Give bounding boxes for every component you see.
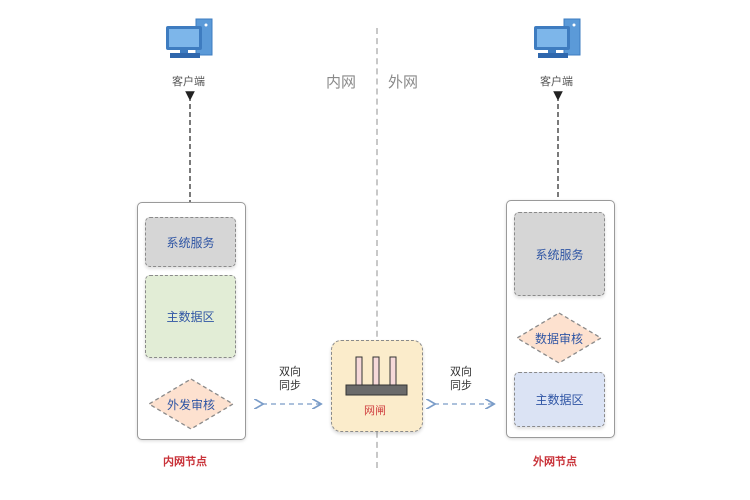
left-outbound-audit[interactable]: 外发审核: [147, 377, 235, 431]
network-divider: [376, 28, 378, 468]
inner-node-title: 内网节点: [163, 455, 207, 468]
left-system-service-label: 系统服务: [166, 235, 215, 250]
left-sync-label: 双向 同步: [279, 365, 301, 393]
left-system-service[interactable]: 系统服务: [145, 217, 236, 267]
left-sync-label-line1: 双向: [279, 365, 301, 378]
right-master-data[interactable]: 主数据区: [514, 372, 605, 427]
diamond-shape: [147, 378, 235, 430]
right-sync-label: 双向 同步: [450, 365, 472, 393]
network-gateway[interactable]: 网闸: [331, 340, 423, 432]
left-client-label: 客户端: [172, 75, 205, 88]
computer-icon: [534, 18, 581, 58]
left-outbound-audit-label: 外发审核: [166, 397, 215, 412]
right-data-audit[interactable]: 数据审核: [515, 311, 603, 365]
gateway-label: 网闸: [364, 404, 386, 417]
left-sync-label-line2: 同步: [279, 379, 301, 392]
computer-icon: [166, 18, 213, 58]
right-data-audit-label: 数据审核: [534, 331, 583, 346]
right-system-service[interactable]: 系统服务: [514, 212, 605, 296]
right-system-service-label: 系统服务: [535, 247, 584, 262]
outer-node-title: 外网节点: [533, 455, 577, 468]
diamond-shape: [515, 312, 603, 364]
right-client-label: 客户端: [540, 75, 573, 88]
gate-icon: [345, 356, 408, 396]
zone-label-inner: 内网: [326, 73, 357, 91]
right-sync-label-line2: 同步: [450, 379, 472, 392]
zone-label-outer: 外网: [388, 73, 419, 91]
left-client[interactable]: [164, 16, 216, 64]
right-client[interactable]: [532, 16, 584, 64]
left-master-data[interactable]: 主数据区: [145, 275, 236, 358]
right-master-data-label: 主数据区: [535, 393, 584, 407]
left-master-data-label: 主数据区: [166, 310, 215, 324]
right-sync-label-line1: 双向: [450, 365, 472, 378]
